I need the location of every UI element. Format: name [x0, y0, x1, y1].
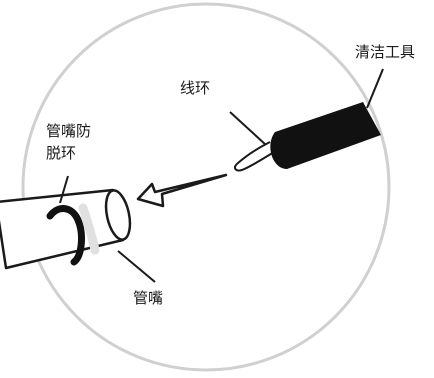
cleaning-tool-body — [270, 102, 381, 169]
callout-boundary — [21, 2, 391, 372]
callout-circle — [21, 2, 391, 372]
leader-lines — [59, 68, 384, 283]
retainer-ring-band — [78, 203, 100, 255]
wire-loop-leader — [229, 111, 267, 146]
wire-loop — [234, 141, 275, 172]
nozzle-retainer-label-line1: 管嘴防 — [46, 122, 92, 140]
cleaning-tool — [234, 102, 381, 172]
nozzle-tube — [0, 188, 132, 270]
wire-loop-label: 线环 — [180, 79, 211, 97]
tube-opening — [104, 189, 132, 241]
nozzle-label: 管嘴 — [133, 289, 164, 307]
direction-arrow — [136, 173, 228, 208]
nozzle-retainer-label-line2: 脱环 — [46, 144, 77, 162]
nozzle-leader — [117, 250, 156, 283]
nozzle-retainer-leader — [59, 175, 69, 204]
cleaning-tool-label: 清洁工具 — [355, 43, 416, 61]
nozzle-retainer-ring — [46, 205, 85, 266]
cleaning-tool-leader — [366, 68, 384, 109]
direction-arrow-outline — [136, 173, 228, 208]
